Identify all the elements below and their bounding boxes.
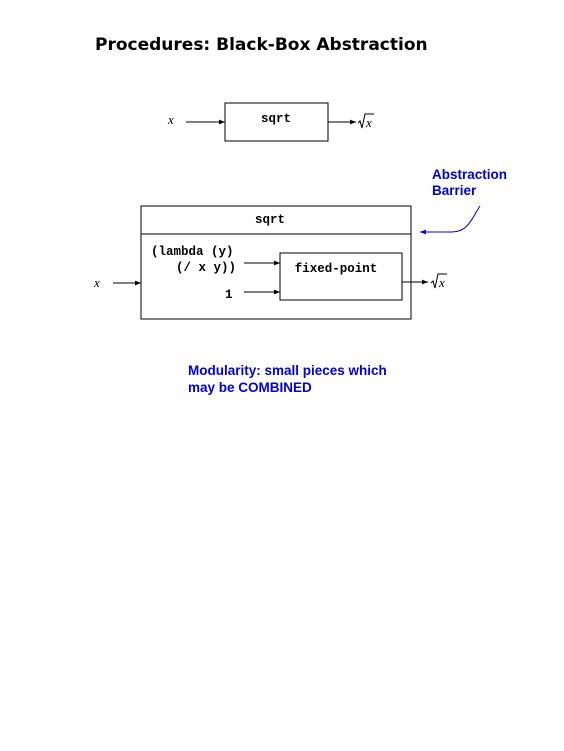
bottom-output-sqrt-x: x <box>430 273 447 290</box>
lambda-arg-line2: (/ x y)) <box>176 261 236 275</box>
top-output-sqrt-x: x <box>357 113 374 130</box>
bottom-input-x: x <box>93 275 100 290</box>
top-sqrt-diagram: x sqrt x <box>167 102 374 142</box>
page-title: Procedures: Black-Box Abstraction <box>95 35 428 55</box>
modularity-note-line2: may be COMBINED <box>188 380 312 395</box>
top-sqrt-label: sqrt <box>261 112 291 126</box>
top-output-x: x <box>365 115 372 130</box>
lambda-arg-line1: (lambda (y) <box>151 245 234 259</box>
outer-sqrt-box <box>140 205 412 320</box>
radical-sign-icon <box>357 113 374 129</box>
bottom-sqrt-diagram: sqrt x (lambda (y) (/ x y)) 1 fixed-poin… <box>93 205 447 320</box>
initial-guess-arg: 1 <box>225 288 233 302</box>
fixed-point-box <box>279 252 403 301</box>
barrier-label-line2: Barrier <box>432 183 477 198</box>
barrier-pointer-arrow <box>420 205 481 235</box>
abstraction-barrier-callout: Abstraction Barrier <box>420 167 507 235</box>
fixed-point-label: fixed-point <box>295 262 378 276</box>
modularity-note-line1: Modularity: small pieces which <box>188 363 387 378</box>
top-input-x: x <box>167 112 174 127</box>
radical-sign-icon <box>430 273 447 289</box>
outer-sqrt-label: sqrt <box>255 213 285 227</box>
bottom-output-x: x <box>438 275 445 290</box>
barrier-label-line1: Abstraction <box>432 167 507 182</box>
